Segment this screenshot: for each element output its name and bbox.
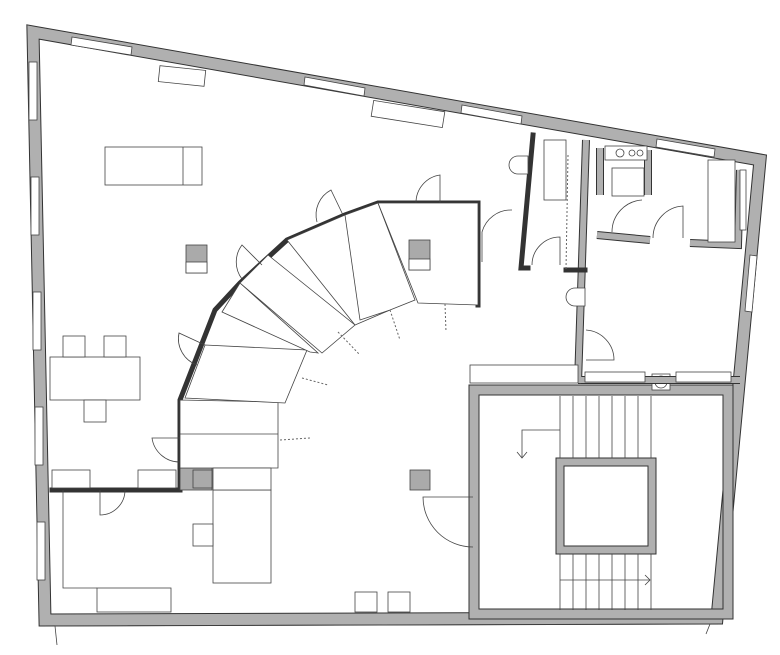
doors [99,174,684,548]
office-cubicles [179,154,569,469]
furniture [49,65,732,613]
bathroom-fixtures [508,139,747,307]
stair-core [468,373,734,620]
windows [28,36,758,581]
